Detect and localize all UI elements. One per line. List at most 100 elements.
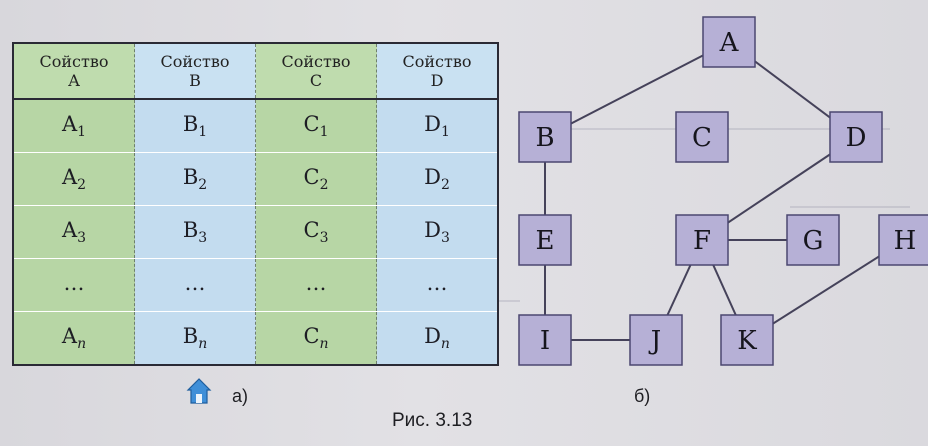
cell-subscript: 2 (77, 177, 87, 194)
node-box (702, 16, 756, 68)
table-cell: Dn (376, 311, 497, 364)
cell-value: D (424, 323, 441, 348)
node-label: C (692, 123, 712, 153)
table-row: … … … … (14, 258, 497, 312)
cell-subscript: 3 (198, 230, 208, 247)
header-letter: D (430, 71, 444, 90)
node-box (720, 314, 774, 366)
node-label: A (719, 28, 740, 58)
node-box (629, 314, 683, 366)
node-label: E (536, 226, 555, 256)
node-label: B (535, 123, 554, 153)
cell-subscript: 3 (440, 230, 450, 247)
bleed-through-line (790, 206, 910, 208)
node-label: G (803, 226, 824, 256)
graph-node-e: E (518, 214, 572, 266)
header-cell: Сойство C (255, 44, 377, 100)
table-cell: C3 (255, 205, 377, 259)
table-header-row: Сойство A Сойство B Сойство C Сойство D (14, 44, 497, 100)
graph-node-c: C (675, 111, 729, 163)
node-label: F (693, 226, 711, 256)
table-cell: … (255, 258, 377, 312)
header-cell: Сойство D (376, 44, 497, 100)
cell-value: … (63, 270, 85, 295)
node-box (518, 111, 572, 163)
graph-node-h: H (878, 214, 928, 266)
node-label: J (648, 326, 661, 356)
graph-node-k: K (720, 314, 774, 366)
graph-node-j: J (629, 314, 683, 366)
table-cell: B2 (134, 152, 256, 206)
cell-subscript: 2 (440, 177, 450, 194)
cell-value: A (61, 217, 78, 242)
node-box (829, 111, 883, 163)
header-word: Сойство (281, 52, 351, 71)
graph-node-g: G (786, 214, 840, 266)
table-cell: C2 (255, 152, 377, 206)
node-label: H (894, 226, 917, 256)
header-letter: A (68, 71, 80, 90)
table-cell: … (376, 258, 497, 312)
table-cell: Bn (134, 311, 256, 364)
cell-subscript: 1 (319, 124, 329, 141)
node-box (675, 111, 729, 163)
table-cell: Cn (255, 311, 377, 364)
cell-value: C (303, 164, 320, 189)
cell-subscript: n (440, 336, 450, 353)
cell-value: A (61, 111, 78, 136)
node-label: D (846, 123, 867, 153)
header-word: Сойство (160, 52, 230, 71)
cell-value: C (303, 217, 320, 242)
table-cell: An (14, 311, 135, 364)
cell-value: B (182, 323, 199, 348)
figure-part-a-label: а) (232, 386, 249, 406)
node-label: I (540, 326, 550, 356)
cell-value: C (303, 111, 320, 136)
header-cell: Сойство A (14, 44, 135, 100)
table-cell: A2 (14, 152, 135, 206)
cell-value: B (182, 111, 199, 136)
graph-nodes: A B C D E F G H I J K (518, 16, 928, 366)
properties-table: Сойство A Сойство B Сойство C Сойство D … (12, 42, 499, 366)
node-box (675, 214, 729, 266)
header-letter: B (189, 71, 201, 90)
cell-subscript: n (198, 336, 208, 353)
table-cell: C1 (255, 99, 377, 153)
cell-value: C (303, 323, 320, 348)
cell-subscript: 3 (77, 230, 87, 247)
graph-node-f: F (675, 214, 729, 266)
table-cell: A1 (14, 99, 135, 153)
cell-subscript: 1 (198, 124, 208, 141)
node-box (518, 314, 572, 366)
table-cell: D3 (376, 205, 497, 259)
table-cell: … (14, 258, 135, 312)
graph-node-d: D (829, 111, 883, 163)
graph-node-i: I (518, 314, 572, 366)
graph-node-a: A (702, 16, 756, 68)
cell-subscript: n (319, 336, 329, 353)
cell-subscript: 2 (198, 177, 208, 194)
header-letter: C (309, 71, 323, 90)
cell-value: … (426, 270, 448, 295)
cell-subscript: 1 (440, 124, 450, 141)
header-word: Сойство (39, 52, 109, 71)
cell-value: … (305, 270, 327, 295)
cell-value: B (182, 217, 199, 242)
cell-subscript: 1 (77, 124, 87, 141)
cell-value: … (184, 270, 206, 295)
header-cell: Сойство B (134, 44, 256, 100)
home-icon (186, 378, 212, 404)
cell-value: B (182, 164, 199, 189)
node-box (878, 214, 928, 266)
cell-value: D (424, 217, 441, 242)
cell-value: A (61, 164, 78, 189)
node-box (518, 214, 572, 266)
table-cell: D2 (376, 152, 497, 206)
table-cell: D1 (376, 99, 497, 153)
graph-edges (544, 41, 906, 341)
